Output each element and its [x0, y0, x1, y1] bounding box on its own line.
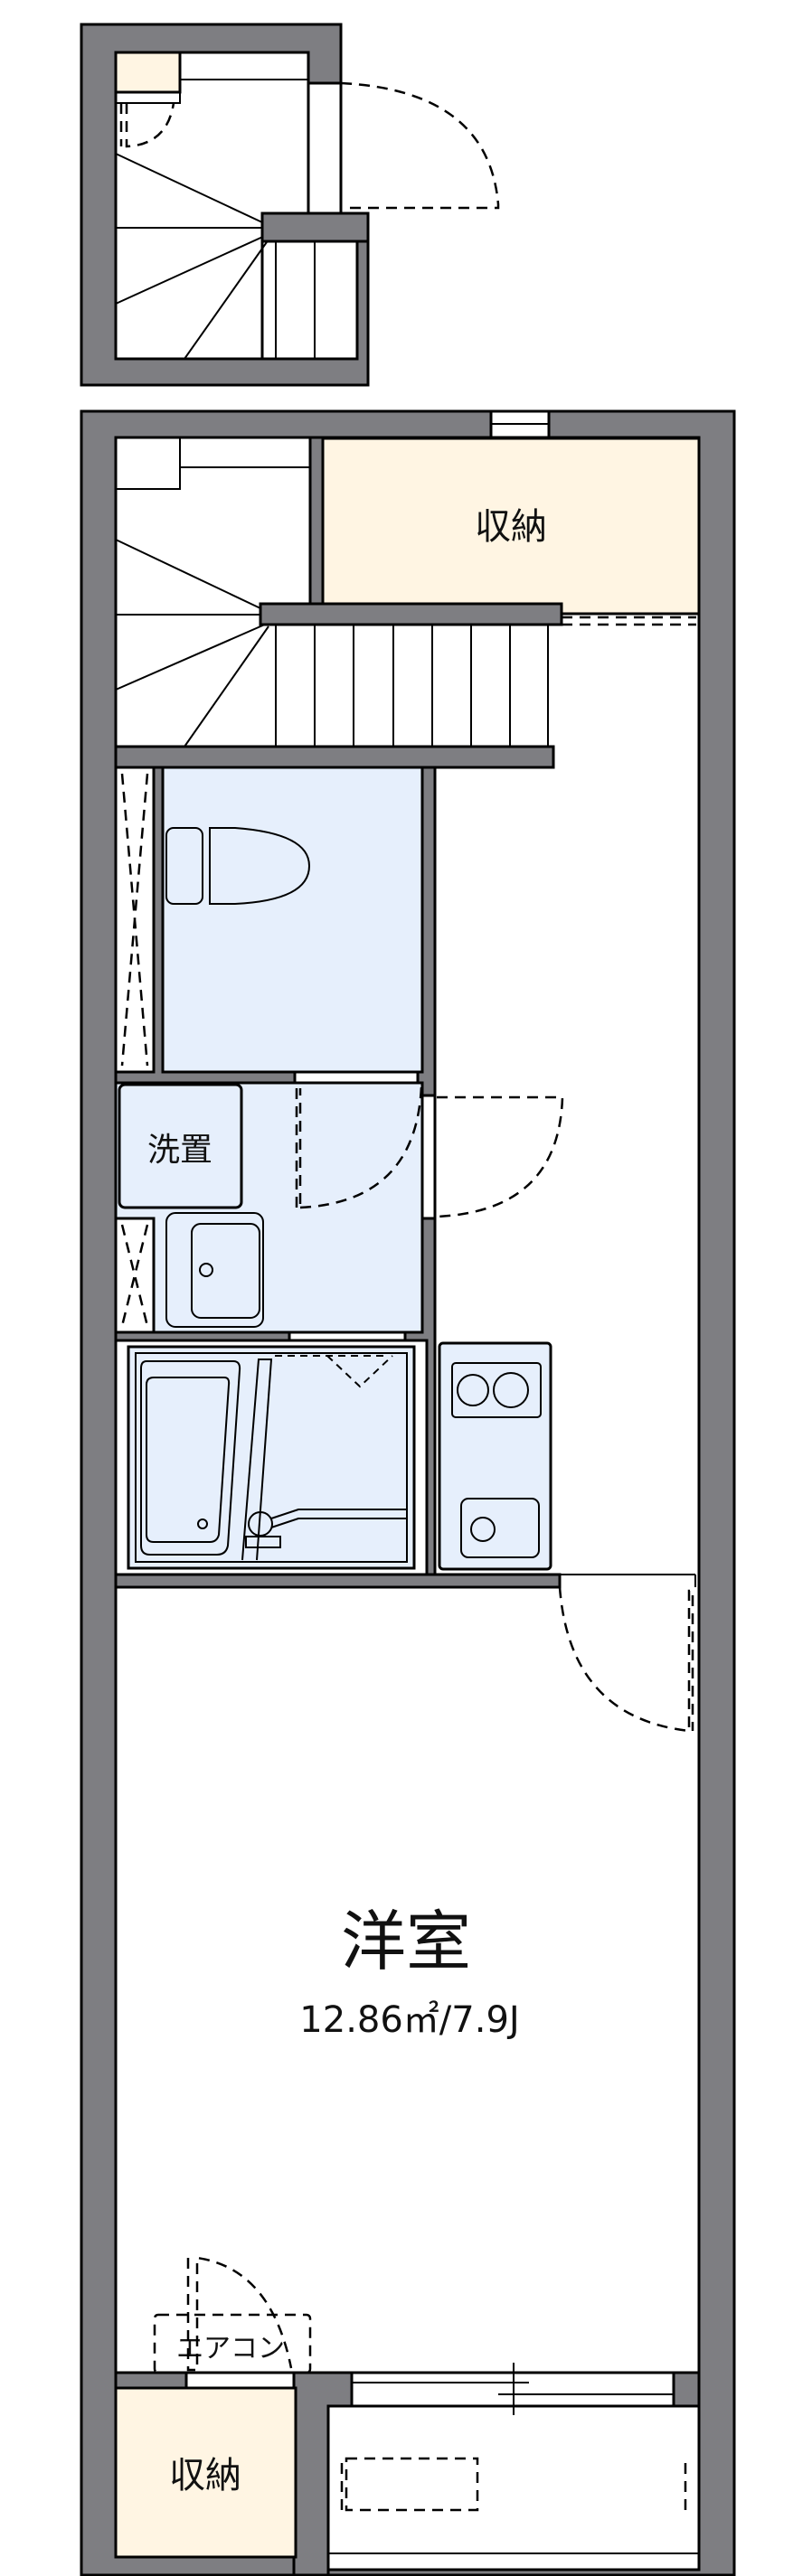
sliding-window[interactable]: [350, 2363, 675, 2415]
toilet-icon: [165, 827, 311, 905]
balcony-marks: [340, 2463, 687, 2513]
stair-landing-wall: [259, 602, 563, 626]
storage-top-door: [562, 616, 696, 626]
main-stairs: [115, 437, 549, 747]
storage-bottom-label: 収納: [169, 2455, 241, 2496]
room-divider-wall: [114, 1573, 562, 1589]
upper-level: [80, 23, 500, 387]
stair-bottom-wall: [114, 745, 555, 769]
kitchen-sink-icon: [460, 1498, 540, 1558]
storage-bottom-room: [114, 2386, 297, 2559]
toilet-door-opening: [293, 1070, 420, 1085]
wash-space-label: 洗置: [147, 1132, 212, 1169]
closet-door-opening: [184, 2371, 296, 2390]
western-room-area: 12.86㎡/7.9J: [299, 1999, 519, 2041]
storage-top-label: 収納: [475, 506, 547, 548]
upper-floor-step: [260, 240, 359, 361]
aircon-label: エアコン: [176, 2333, 285, 2364]
bathtub-icon: [140, 1355, 406, 1561]
toilet-door-swing: [295, 1086, 423, 1209]
balcony: [326, 2404, 701, 2571]
hall-door-swing: [436, 1095, 564, 1218]
storage-shelf: [115, 91, 181, 104]
aircon-outline: [153, 2313, 312, 2374]
stove-burner-icon: [493, 1372, 529, 1408]
stove-burner-icon: [457, 1374, 489, 1406]
hall-door-opening: [420, 1094, 437, 1220]
balcony-pillar: [672, 2371, 701, 2408]
room-door-frame: [560, 1574, 696, 1587]
niche-cross-1: [120, 773, 149, 1067]
upper-door-opening: [307, 81, 343, 215]
upper-stairs: [115, 153, 316, 360]
upper-small-storage: [114, 51, 182, 94]
kitchen-counter: [438, 1341, 552, 1571]
closet-niche-2: [114, 1217, 156, 1334]
upper-step-wall: [260, 212, 370, 243]
toilet-room: [161, 766, 424, 1074]
room-door-swing: [558, 1586, 694, 1733]
main-level: 収納: [80, 409, 736, 2576]
washbasin-icon: [165, 1212, 264, 1328]
bathroom: [127, 1345, 416, 1570]
bathroom-inner: [135, 1352, 408, 1563]
bath-door-opening: [288, 1330, 407, 1342]
upper-door-swing: [340, 81, 500, 210]
western-room-label: 洋室: [341, 1904, 471, 1979]
small-door-swing: [119, 102, 175, 148]
washer-space: [118, 1083, 243, 1209]
storage-side-wall: [308, 436, 325, 620]
